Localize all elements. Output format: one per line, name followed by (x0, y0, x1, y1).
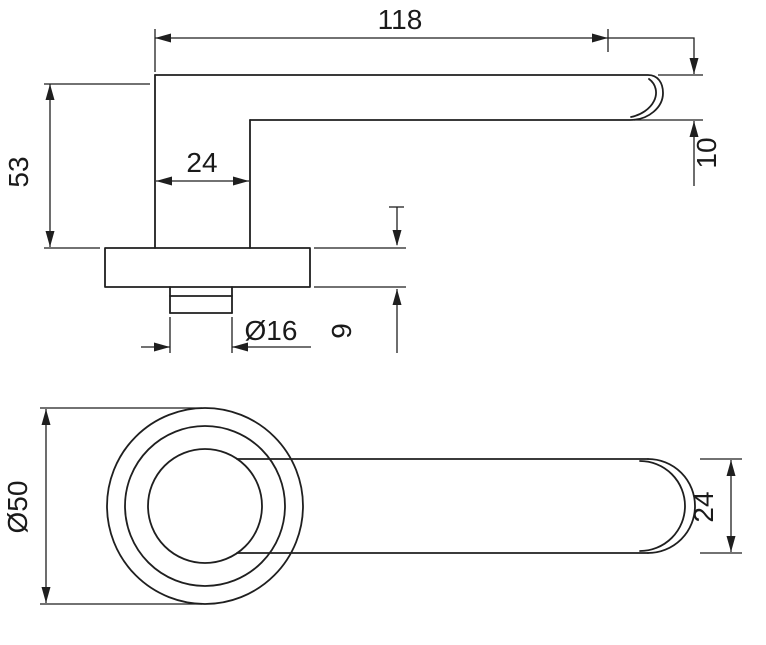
dim-rose-diameter-label: Ø50 (2, 481, 33, 534)
lever-end-inner-edge (630, 78, 657, 118)
dim-lever-thickness: 10 (634, 58, 722, 186)
arrow-up (392, 289, 402, 305)
dim-overall-height: 53 (3, 83, 150, 249)
dim-stem-width: 24 (156, 147, 249, 186)
lever-end-inner-arc (639, 460, 686, 552)
dim-lever-thickness-label: 10 (691, 137, 722, 168)
arrow-down (392, 230, 402, 246)
arrow-down (41, 587, 51, 603)
arrow-up (41, 409, 51, 425)
dim-stem-width-label: 24 (186, 147, 217, 178)
dim-lever-width: 24 (688, 458, 742, 554)
arrow-down (726, 536, 736, 552)
arrow-left (156, 176, 172, 186)
rose-plate (104, 247, 311, 288)
dim-rose-diameter: Ø50 (2, 407, 202, 605)
dim-rose-thickness: 9 (314, 206, 406, 353)
dim-lever-width-label: 24 (688, 491, 719, 522)
rose-outer-circle (106, 407, 304, 605)
side-view-outline (104, 74, 664, 314)
dim-overall-height-label: 53 (3, 156, 34, 187)
lever-profile (154, 74, 664, 121)
arrow-up (689, 121, 699, 137)
arrow-left-in (232, 342, 248, 352)
arrow-down (45, 231, 55, 247)
arrow-left (155, 33, 171, 43)
arrow-right (233, 176, 249, 186)
dim-neck-diameter-label: Ø16 (245, 315, 298, 346)
arrow-up (45, 84, 55, 100)
arrow-right-in (154, 342, 170, 352)
front-view-outline (106, 407, 696, 605)
dim-neck-diameter: Ø16 (141, 315, 311, 353)
rose-middle-circle (124, 425, 286, 587)
lever-end-arc (647, 458, 696, 554)
arrow-up (726, 460, 736, 476)
arrow-right (592, 33, 608, 43)
arrow-down (689, 58, 699, 74)
dim-lever-length-label: 118 (378, 4, 423, 35)
lever-hub-circle (147, 448, 263, 564)
dim-rose-thickness-label: 9 (326, 323, 357, 339)
dim-lever-length: 118 (154, 4, 695, 74)
